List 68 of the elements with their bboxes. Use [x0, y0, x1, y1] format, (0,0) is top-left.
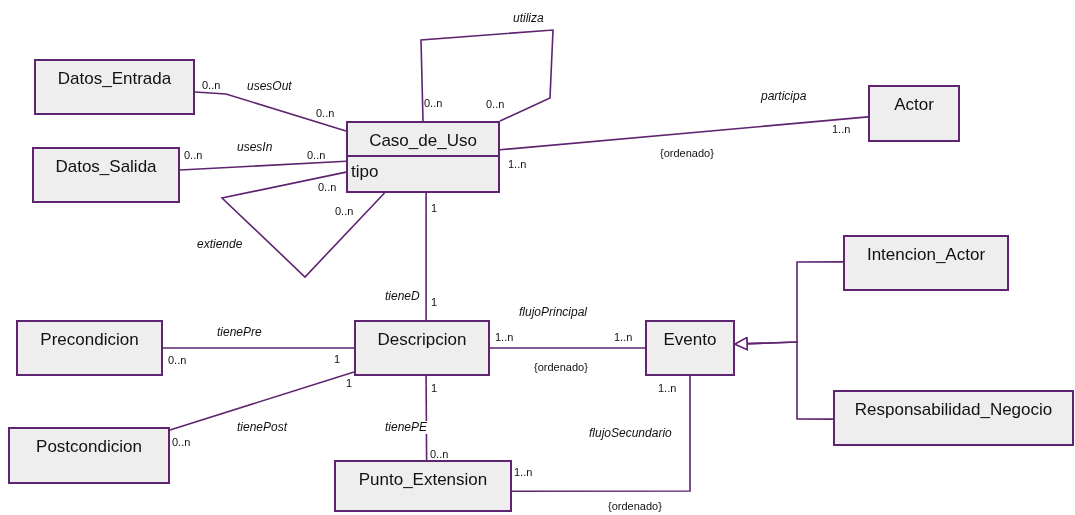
association-line — [425, 192, 427, 321]
class-name: Caso_de_Uso — [368, 131, 478, 151]
edge-label: tieneD — [384, 290, 421, 303]
edge-label: extiende — [196, 238, 244, 251]
class-name: Actor — [893, 95, 935, 115]
multiplicity-label: 0..n — [430, 448, 449, 460]
multiplicity-label: 0..n — [335, 205, 354, 217]
class-box — [346, 121, 500, 193]
edge-label: flujoPrincipal — [518, 306, 589, 319]
multiplicity-label: 1..n — [614, 331, 633, 343]
edge-label: flujoSecundario — [588, 427, 673, 440]
constraint-label: {ordenado} — [660, 147, 714, 159]
association-line — [162, 347, 355, 349]
multiplicity-label: 0..n — [307, 149, 326, 161]
multiplicity-label: 0..n — [202, 79, 221, 91]
class-box — [34, 59, 195, 115]
class-name: Postcondicion — [35, 437, 143, 457]
generalization-arrow — [734, 336, 834, 420]
class-box — [843, 235, 1009, 291]
edge-label: tienePre — [216, 326, 263, 339]
multiplicity-label: 1 — [346, 377, 353, 389]
edge-label: usesIn — [236, 141, 274, 154]
association-line — [420, 29, 554, 122]
multiplicity-label: 0..n — [184, 149, 203, 161]
class-box — [16, 320, 163, 376]
multiplicity-label: 0..n — [486, 98, 505, 110]
class-name: Responsabilidad_Negocio — [853, 400, 1054, 420]
association-line — [511, 375, 691, 492]
association-line — [220, 171, 386, 279]
association-line — [489, 347, 646, 349]
constraint-label: {ordenado} — [534, 361, 588, 373]
class-name: Descripcion — [376, 330, 468, 350]
class-name: Punto_Extension — [357, 470, 489, 490]
multiplicity-label: 1 — [431, 202, 438, 214]
class-box — [868, 85, 960, 142]
multiplicity-label: 1 — [431, 382, 438, 394]
class-name: Evento — [662, 330, 718, 350]
association-line — [169, 371, 355, 431]
class-name: Precondicion — [39, 330, 140, 350]
edge-label: tienePE — [384, 421, 429, 434]
edge-label: usesOut — [246, 80, 293, 93]
association-line — [425, 375, 428, 461]
multiplicity-label: 1..n — [832, 123, 851, 135]
multiplicity-label: 0..n — [318, 181, 337, 193]
class-box — [645, 320, 735, 376]
association-line — [179, 160, 347, 171]
class-name: Datos_Salida — [54, 157, 158, 177]
association-line — [499, 116, 869, 151]
multiplicity-label: 0..n — [424, 97, 443, 109]
class-box — [334, 460, 512, 512]
class-box — [32, 147, 180, 203]
multiplicity-label: 1 — [334, 353, 341, 365]
association-line — [194, 91, 347, 132]
class-name: Datos_Entrada — [56, 69, 173, 89]
edge-label: participa — [760, 90, 808, 103]
multiplicity-label: 0..n — [168, 354, 187, 366]
class-name: Intencion_Actor — [865, 245, 987, 265]
edge-label: utiliza — [512, 12, 545, 25]
edge-label: tienePost — [236, 421, 289, 434]
class-box — [354, 320, 490, 376]
class-box — [8, 427, 170, 484]
class-box — [833, 390, 1074, 446]
multiplicity-label: 1..n — [495, 331, 514, 343]
multiplicity-label: 1 — [431, 296, 438, 308]
multiplicity-label: 0..n — [316, 107, 335, 119]
multiplicity-label: 0..n — [172, 436, 191, 448]
attribute-text: tipo — [351, 162, 379, 182]
constraint-label: {ordenado} — [608, 500, 662, 512]
